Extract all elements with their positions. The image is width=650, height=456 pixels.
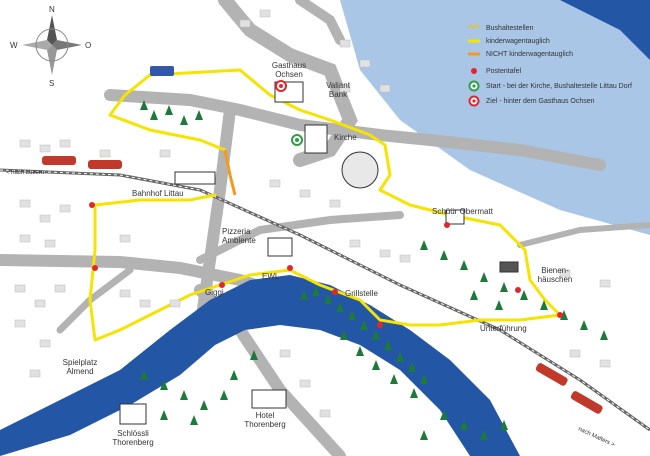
goal-marker bbox=[275, 80, 287, 92]
legend-item-goal: Ziel - hinter dem Gasthaus Ochsen bbox=[468, 95, 595, 107]
route-not-stroller bbox=[223, 149, 237, 196]
svg-text:kinderwagentauglich: kinderwagentauglich bbox=[486, 38, 550, 45]
label-schuer: Schüür Obermatt bbox=[432, 207, 494, 216]
legend-item-stroller-ok: kinderwagentauglich bbox=[468, 38, 550, 45]
compass-n: N bbox=[49, 5, 55, 14]
svg-text:Bushaltestellen: Bushaltestellen bbox=[486, 25, 534, 32]
railway bbox=[0, 168, 650, 432]
church-building bbox=[304, 124, 328, 154]
legend-item-post: Postentafel bbox=[471, 68, 521, 75]
svg-text:Start - bei der Kirche, Bushal: Start - bei der Kirche, Bushaltestelle L… bbox=[486, 83, 632, 90]
svg-text:Postentafel: Postentafel bbox=[486, 68, 521, 75]
trains bbox=[42, 156, 603, 414]
legend-item-start: Start - bei der Kirche, Bushaltestelle L… bbox=[468, 80, 632, 92]
label-giggi: Giggi bbox=[205, 288, 224, 297]
svg-text:Ziel - hinter dem Gasthaus Och: Ziel - hinter dem Gasthaus Ochsen bbox=[486, 98, 595, 105]
label-nach-malters: nach Malters > bbox=[577, 426, 616, 448]
label-ewl: EWL bbox=[262, 272, 280, 281]
bus-icon bbox=[150, 66, 174, 76]
compass-rose: N S O W bbox=[10, 5, 91, 88]
legend-item-bus-stop: Bushaltestellen bbox=[467, 24, 534, 32]
label-kirche: Kirche bbox=[334, 133, 357, 142]
label-bahnhof: Bahnhof Littau bbox=[132, 189, 184, 198]
label-grillstelle: Grillstelle bbox=[345, 289, 378, 298]
houses bbox=[14, 9, 611, 418]
legend-item-stroller-not: NICHT kinderwagentauglich bbox=[468, 51, 573, 58]
compass-s: S bbox=[49, 79, 54, 88]
legend: Bushaltestellen kinderwagentauglich NICH… bbox=[467, 24, 632, 107]
label-unterfuehrung: Unterführung bbox=[480, 324, 527, 333]
compass-e: O bbox=[85, 41, 91, 50]
river-upper-band bbox=[560, 0, 650, 60]
compass-w: W bbox=[10, 41, 18, 50]
forest bbox=[140, 100, 608, 440]
walking-route bbox=[88, 68, 562, 342]
river-upper bbox=[340, 0, 650, 235]
cemetery bbox=[341, 151, 379, 189]
label-nach-luzern: < nach Luzern bbox=[6, 170, 44, 176]
label-bienen: Bienen-häuschen bbox=[538, 266, 573, 284]
landmark-buildings bbox=[119, 81, 519, 425]
start-marker bbox=[291, 134, 303, 146]
post-markers bbox=[89, 202, 563, 328]
svg-text:NICHT kinderwagentauglich: NICHT kinderwagentauglich bbox=[486, 51, 573, 58]
